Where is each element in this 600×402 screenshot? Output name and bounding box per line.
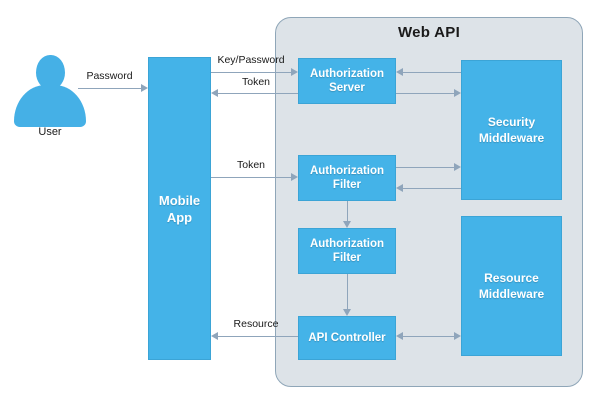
edge-authfilter1-to-authfilter2-arrowhead [342,221,351,228]
edge-secmw-to-authfilter1-line [403,188,461,189]
node-authorization-filter-2-line2: Filter [332,252,362,264]
edge-label-resource: Resource [233,318,279,330]
edge-authfilter1-to-secmw-line [396,167,454,168]
node-authorization-filter-1-line2: Filter [332,179,362,191]
edge-secmw-to-authserver-line [403,72,461,73]
edge-authfilter2-to-apicontroller-line [347,274,348,309]
edge-apicontroller-to-resmw-arrowhead-left [396,331,403,340]
edge-apicontroller-to-mobile-arrowhead [211,331,218,340]
edge-label-token-1: Token [241,76,271,88]
edge-apicontroller-to-mobile-line [218,336,298,337]
node-security-middleware-line1: Security [487,115,536,129]
node-authorization-filter-2[interactable]: Authorization Filter [298,228,396,274]
edge-mobile-to-authserver-line [211,72,291,73]
node-api-controller[interactable]: API Controller [298,316,396,360]
edge-mobile-to-authfilter-line [211,177,291,178]
node-security-middleware-line2: Middleware [478,131,545,145]
edge-authserver-to-mobile-line [218,93,298,94]
edge-authserver-to-secmw-arrowhead [454,88,461,97]
node-security-middleware[interactable]: Security Middleware [461,60,562,200]
user-head-shape [36,55,65,89]
edge-secmw-to-authfilter1-arrowhead [396,183,403,192]
edge-label-key-password: Key/Password [217,54,285,66]
user-body-shape [14,85,86,127]
node-resource-middleware-line2: Middleware [478,287,545,301]
user-avatar-icon [12,55,88,127]
edge-authfilter1-to-secmw-arrowhead [454,162,461,171]
edge-user-to-mobile-line [78,88,141,89]
edge-mobile-to-authfilter-arrowhead [291,172,298,181]
edge-apicontroller-to-resmw-arrowhead-right [454,331,461,340]
edge-label-token-2: Token [236,159,266,171]
user-label: User [38,126,62,138]
node-mobile-app-line2: App [166,209,193,225]
edge-authfilter2-to-apicontroller-arrowhead [342,309,351,316]
node-authorization-server[interactable]: Authorization Server [298,58,396,104]
node-mobile-app[interactable]: Mobile App [148,57,211,360]
node-authorization-server-line1: Authorization [309,68,385,80]
node-mobile-app-line1: Mobile [158,192,201,208]
edge-apicontroller-to-resmw-line [403,336,454,337]
edge-mobile-to-authserver-arrowhead [291,67,298,76]
node-resource-middleware[interactable]: Resource Middleware [461,216,562,356]
node-authorization-filter-2-line1: Authorization [309,238,385,250]
node-resource-middleware-line1: Resource [484,271,539,285]
edge-secmw-to-authserver-arrowhead [396,67,403,76]
web-api-title: Web API [397,24,461,41]
node-api-controller-label: API Controller [308,332,386,344]
edge-authserver-to-mobile-arrowhead [211,88,218,97]
edge-authserver-to-secmw-line [396,93,454,94]
node-authorization-filter-1-line1: Authorization [309,165,385,177]
edge-user-to-mobile-arrowhead [141,83,148,92]
node-authorization-filter-1[interactable]: Authorization Filter [298,155,396,201]
edge-authfilter1-to-authfilter2-line [347,201,348,221]
edge-label-password: Password [86,70,133,82]
node-authorization-server-line2: Server [329,82,365,94]
